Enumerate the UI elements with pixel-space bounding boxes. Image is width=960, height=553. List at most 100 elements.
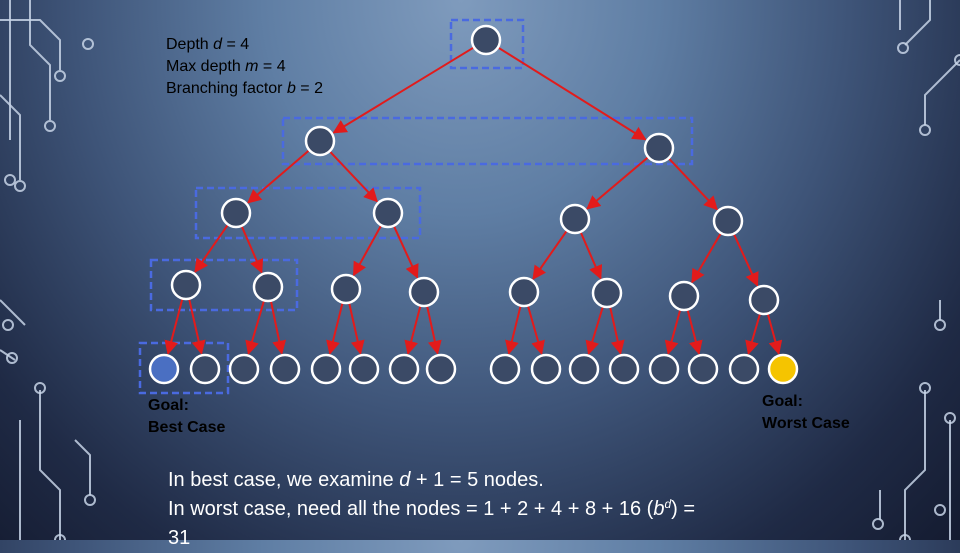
circuit-pad	[6, 352, 18, 364]
frontier-box-level-1	[281, 116, 694, 166]
tree-edge	[426, 306, 442, 355]
summary-worst-case: In worst case, need all the nodes = 1 + …	[168, 497, 696, 520]
tree-edge	[745, 314, 761, 355]
circuit-trace	[74, 439, 91, 495]
circuit-trace	[904, 0, 931, 46]
circuit-pad	[872, 518, 884, 530]
tree-edge	[270, 301, 287, 355]
tree-edge	[609, 307, 625, 355]
circuit-trace	[0, 19, 61, 70]
frontier-box-level-0	[449, 18, 525, 70]
tree-node	[530, 353, 562, 385]
tree-node	[425, 353, 457, 385]
tree-node	[687, 353, 719, 385]
circuit-pad	[54, 534, 66, 540]
summary-best-case: In best case, we examine d + 1 = 5 nodes…	[168, 469, 544, 491]
tree-node	[304, 125, 336, 157]
circuit-pad	[899, 534, 911, 540]
tree-edge	[164, 299, 184, 355]
tree-edge	[580, 232, 603, 280]
tree-node	[408, 276, 440, 308]
circuit-pad	[897, 42, 909, 54]
circuit-pad	[919, 382, 931, 394]
tree-edge	[329, 151, 378, 203]
circuit-pad	[44, 120, 56, 132]
tree-edges	[164, 46, 783, 356]
depth-param: Depth d = 4	[166, 36, 250, 53]
tree-edge	[326, 303, 344, 355]
tree-node	[470, 24, 502, 56]
tree-edge	[532, 230, 568, 281]
tree-node	[189, 353, 221, 385]
circuit-trace	[39, 390, 61, 540]
tree-node	[712, 205, 744, 237]
search-tree	[138, 18, 799, 395]
tree-node	[648, 353, 680, 385]
circuit-pad	[2, 319, 14, 331]
tree-node	[559, 203, 591, 235]
circuit-trace	[0, 299, 26, 326]
tree-nodes	[148, 24, 799, 385]
tree-edge	[686, 310, 703, 355]
tree-edge	[668, 158, 718, 211]
tree-edge	[245, 301, 265, 355]
circuit-pad	[4, 174, 16, 186]
tree-edge	[348, 303, 365, 355]
tree-edge	[241, 226, 264, 274]
tree-node	[388, 353, 420, 385]
tree-node	[170, 269, 202, 301]
tree-node	[668, 280, 700, 312]
worst-goal-node	[767, 353, 799, 385]
tree-node	[252, 271, 284, 303]
circuit-pad	[934, 504, 946, 516]
tree-node	[748, 284, 780, 316]
circuit-pad	[954, 54, 960, 66]
tree-node	[568, 353, 600, 385]
summary-text: In best case, we examine d + 1 = 5 nodes…	[168, 466, 868, 553]
circuit-trace	[29, 0, 51, 120]
circuit-pad	[919, 124, 931, 136]
frontier-box-level-3	[149, 258, 299, 312]
frontier-box-level-4	[138, 341, 230, 395]
tree-node	[591, 277, 623, 309]
tree-edge	[585, 307, 604, 356]
circuit-pad	[84, 494, 96, 506]
circuit-trace	[924, 59, 960, 125]
tree-edge	[332, 46, 474, 134]
circuit-pad	[14, 180, 26, 192]
summary-total: 31	[168, 527, 191, 549]
tree-edge	[404, 306, 422, 355]
circuit-trace	[0, 94, 21, 180]
tree-node	[608, 353, 640, 385]
max-depth-param: Max depth m = 4	[166, 58, 286, 75]
tree-edge	[352, 225, 382, 277]
tree-node	[220, 197, 252, 229]
frontier-boxes	[138, 18, 694, 395]
tree-edge	[691, 233, 722, 284]
best-goal-node	[148, 353, 180, 385]
circuit-trace	[904, 390, 926, 540]
tree-edge	[664, 310, 682, 355]
tree-node	[310, 353, 342, 385]
tree-node	[228, 353, 260, 385]
tree-edge	[505, 306, 522, 355]
goal-best-case-label: Goal: Best Case	[148, 397, 226, 436]
tree-edge	[767, 314, 783, 355]
tree-edge	[733, 234, 759, 287]
tree-node	[508, 276, 540, 308]
frontier-box-level-2	[194, 186, 422, 240]
circuit-pad	[82, 38, 94, 50]
tree-node	[269, 353, 301, 385]
circuit-pad	[934, 319, 946, 331]
tree-node	[728, 353, 760, 385]
circuit-pad	[34, 382, 46, 394]
branching-param: Branching factor b = 2	[166, 80, 323, 97]
tree-edge	[527, 306, 545, 355]
tree-node	[372, 197, 404, 229]
parameters-block: Depth d = 4 Max depth m = 4 Branching fa…	[166, 34, 323, 100]
tree-edge	[194, 224, 229, 274]
tree-node	[643, 132, 675, 164]
tree-edge	[498, 47, 647, 141]
tree-edge	[188, 299, 206, 355]
tree-edge	[393, 226, 419, 279]
